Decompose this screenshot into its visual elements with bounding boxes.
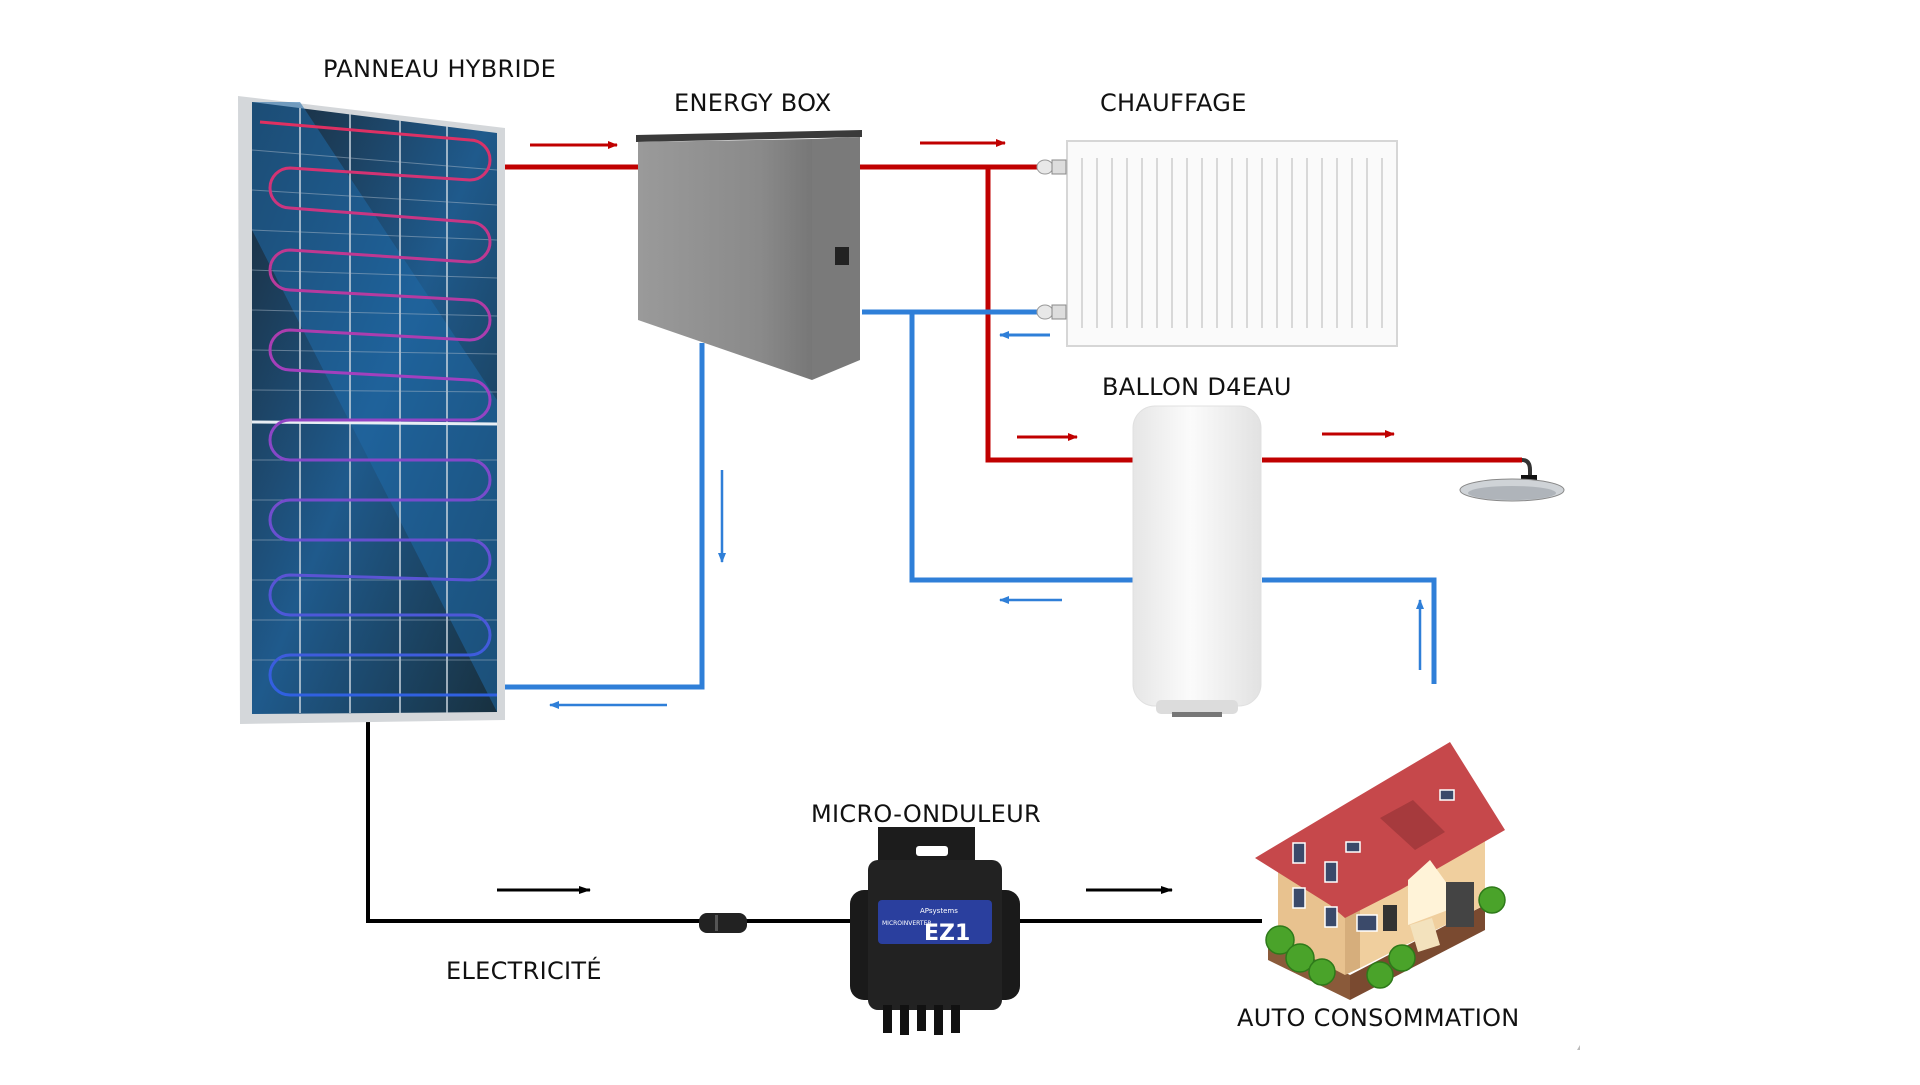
heating-label: CHAUFFAGE bbox=[1100, 89, 1247, 117]
tank-label: BALLON D4EAU bbox=[1102, 373, 1292, 401]
cold-pipe-box-to-panel bbox=[502, 343, 705, 690]
cold-pipes bbox=[502, 309, 1437, 690]
radiator-icon bbox=[1036, 140, 1398, 347]
cold-pipe-mains-inlet bbox=[1262, 577, 1437, 684]
electricity-label: ELECTRICITÉ bbox=[446, 957, 602, 985]
water-tank-icon bbox=[1132, 405, 1262, 717]
microinverter-label: MICRO-ONDULEUR bbox=[811, 800, 1041, 828]
microinverter-icon: APsystems MICROINVERTER EZ1 bbox=[850, 827, 1020, 1035]
badge-model: EZ1 bbox=[924, 921, 970, 946]
electric-line bbox=[366, 720, 1262, 923]
energy-box-label: ENERGY BOX bbox=[674, 89, 832, 117]
cold-pipe-tank-return bbox=[909, 312, 1140, 583]
badge-brand: APsystems bbox=[920, 907, 958, 915]
electric-line-panel-to-inverter bbox=[366, 720, 860, 923]
house-icon bbox=[1255, 742, 1506, 1000]
radiator-valve-icon bbox=[1036, 304, 1067, 320]
hybrid-solar-panel-icon bbox=[238, 96, 505, 724]
self-consumption-label: AUTO CONSOMMATION bbox=[1237, 1004, 1520, 1032]
shower-head-icon bbox=[1459, 458, 1565, 502]
radiator-valve-icon bbox=[1036, 159, 1067, 175]
corner-mark bbox=[1577, 1045, 1580, 1050]
microinverter-badge bbox=[878, 900, 992, 944]
hot-pipe-to-tank bbox=[985, 167, 1140, 463]
hot-pipes bbox=[502, 164, 1522, 463]
mc4-connector-icon bbox=[699, 913, 747, 933]
badge-type: MICROINVERTER bbox=[882, 920, 932, 927]
energy-box-icon bbox=[636, 130, 862, 380]
panel-label: PANNEAU HYBRIDE bbox=[323, 55, 557, 83]
flow-arrows bbox=[497, 139, 1424, 894]
